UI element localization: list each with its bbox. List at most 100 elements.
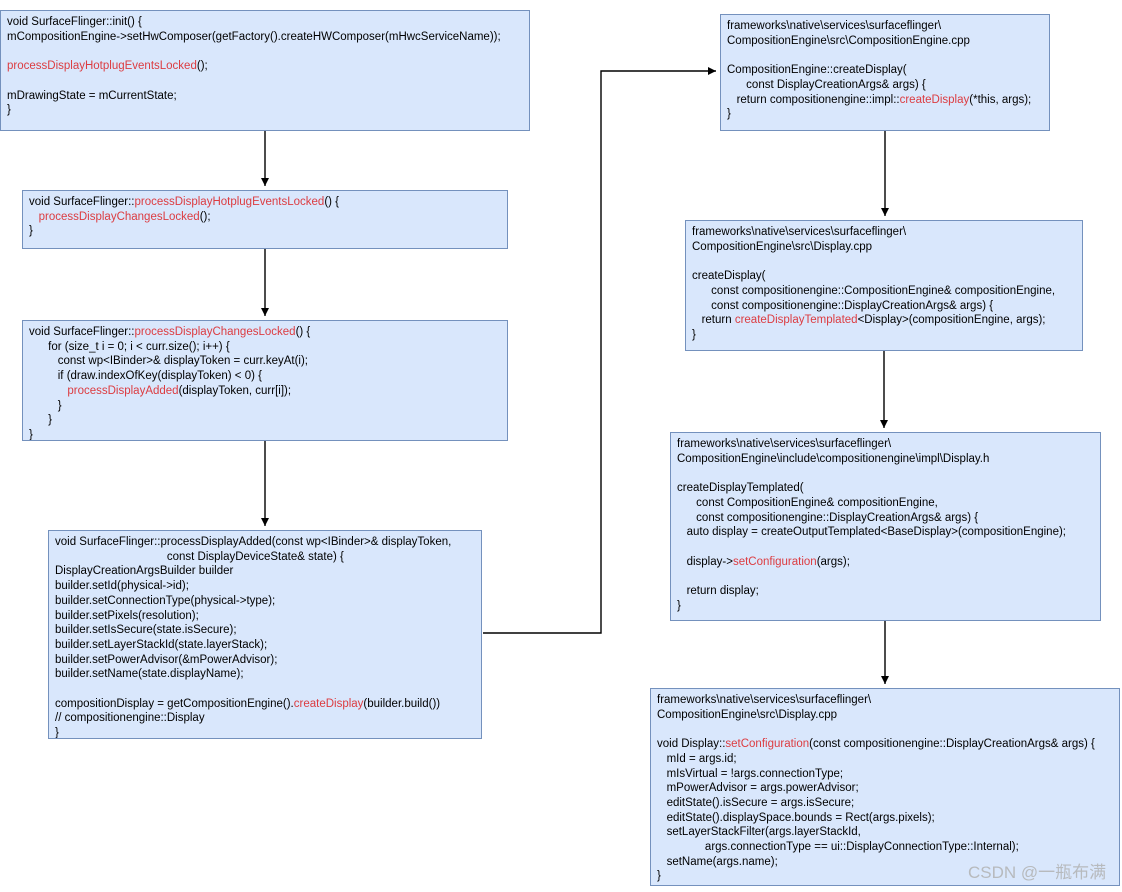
code-line: const compositionengine::DisplayCreation… [677,511,1094,526]
code-line: frameworks\native\services\surfaceflinge… [727,19,1043,34]
code-line: return display; [677,584,1094,599]
code-line: for (size_t i = 0; i < curr.size(); i++)… [29,340,501,355]
code-text: builder.setIsSecure(state.isSecure); [55,624,237,637]
code-text: CompositionEngine\src\Display.cpp [657,708,838,721]
code-line: } [677,599,1094,614]
code-text [29,211,39,223]
code-line [727,48,1043,63]
code-text: return compositionengine::impl:: [727,93,900,106]
code-line: } [7,103,523,118]
code-line: } [29,428,501,441]
code-line: CompositionEngine\src\Display.cpp [657,708,1113,723]
code-line: return createDisplayTemplated<Display>(c… [692,313,1076,328]
code-line: return compositionengine::impl::createDi… [727,93,1043,108]
code-text: () { [324,196,340,208]
code-text: return display; [677,585,759,598]
code-line: DisplayCreationArgsBuilder builder [55,564,475,579]
code-text: (builder.build()) [363,697,441,710]
code-line [677,540,1094,555]
code-line: CompositionEngine\src\Display.cpp [692,240,1076,255]
code-text: setLayerStackFilter(args.layerStackId, [657,826,861,839]
code-line: frameworks\native\services\surfaceflinge… [657,693,1113,708]
code-line: } [29,224,501,239]
code-line: processDisplayHotplugEventsLocked(); [7,59,523,74]
code-text: frameworks\native\services\surfaceflinge… [657,694,872,706]
code-text: mIsVirtual = !args.connectionType; [657,767,844,780]
code-box-surfaceflinger-init: void SurfaceFlinger::init() {mCompositio… [0,10,530,131]
code-text: void SurfaceFlinger:: [29,196,135,208]
code-text: createDisplayTemplated( [677,482,804,495]
code-line: builder.setId(physical->id); [55,579,475,594]
code-box-display-h-createdisplaytemplated: frameworks\native\services\surfaceflinge… [670,432,1101,621]
code-line [55,682,475,697]
code-box-compositionengine-createdisplay: frameworks\native\services\surfaceflinge… [720,14,1050,131]
code-text: } [29,414,53,427]
code-box-processdisplaychangeslocked: void SurfaceFlinger::processDisplayChang… [22,320,508,441]
code-line: editState().displaySpace.bounds = Rect(a… [657,811,1113,826]
code-line: mPowerAdvisor = args.powerAdvisor; [657,781,1113,796]
code-text: if (draw.indexOfKey(displayToken) < 0) { [29,370,262,383]
code-line: CompositionEngine\src\CompositionEngine.… [727,34,1043,49]
code-text: CompositionEngine::createDisplay( [727,64,907,77]
code-text: } [55,727,59,739]
code-line: void SurfaceFlinger::init() { [7,15,523,30]
code-text: } [29,399,62,412]
code-text: for (size_t i = 0; i < curr.size(); i++)… [29,340,230,353]
code-line: } [727,107,1043,122]
code-line: mId = args.id; [657,752,1113,767]
code-line: processDisplayChangesLocked(); [29,210,501,225]
highlighted-function-name: processDisplayHotplugEventsLocked [7,60,197,73]
csdn-watermark: CSDN @一瓶布满 [968,863,1107,882]
code-line: const DisplayDeviceState& state) { [55,550,475,565]
code-text: } [692,328,696,341]
code-text: const compositionengine::DisplayCreation… [692,299,994,312]
code-text: } [657,870,661,883]
code-text: const CompositionEngine& compositionEngi… [677,496,938,509]
code-text: (args); [816,555,850,568]
code-text: editState().isSecure = args.isSecure; [657,796,855,809]
code-line: builder.setPixels(resolution); [55,609,475,624]
code-text: void SurfaceFlinger:: [29,326,135,338]
highlighted-function-name: setConfiguration [732,555,817,568]
code-text: () { [295,326,311,338]
code-text: } [677,599,681,612]
code-text: frameworks\native\services\surfaceflinge… [727,20,942,32]
code-line: mIsVirtual = !args.connectionType; [657,767,1113,782]
code-line [692,254,1076,269]
code-text: void Display:: [657,738,726,751]
code-line: const wp<IBinder>& displayToken = curr.k… [29,354,501,369]
code-text: display-> [677,555,733,568]
code-line [657,722,1113,737]
code-line: editState().isSecure = args.isSecure; [657,796,1113,811]
code-text: CompositionEngine\src\CompositionEngine.… [727,34,970,47]
code-line: } [29,399,501,414]
highlighted-function-name: processDisplayAdded [67,384,179,397]
code-text: void SurfaceFlinger::processDisplayAdded… [55,536,452,548]
code-line: frameworks\native\services\surfaceflinge… [677,437,1094,452]
code-line: CompositionEngine\include\compositioneng… [677,452,1094,467]
code-line: const DisplayCreationArgs& args) { [727,78,1043,93]
highlighted-function-name: processDisplayChangesLocked [134,326,296,338]
highlighted-function-name: processDisplayHotplugEventsLocked [134,196,325,208]
code-line: createDisplay( [692,269,1076,284]
code-line: void Display::setConfiguration(const com… [657,737,1113,752]
code-box-display-setconfiguration: frameworks\native\services\surfaceflinge… [650,688,1120,886]
code-line: setLayerStackFilter(args.layerStackId, [657,825,1113,840]
code-text: builder.setConnectionType(physical->type… [55,594,276,607]
code-text: const compositionengine::CompositionEngi… [692,284,1056,297]
code-text: CompositionEngine\include\compositioneng… [677,452,990,465]
code-line: auto display = createOutputTemplated<Bas… [677,525,1094,540]
code-text: setName(args.name); [657,855,778,868]
code-text: (); [199,210,211,223]
code-text: auto display = createOutputTemplated<Bas… [677,526,1066,539]
code-text: } [29,225,33,238]
code-line: } [657,869,1113,884]
code-line: } [692,328,1076,343]
code-line [677,466,1094,481]
code-text: DisplayCreationArgsBuilder builder [55,565,234,578]
code-line: if (draw.indexOfKey(displayToken) < 0) { [29,369,501,384]
code-line: builder.setPowerAdvisor(&mPowerAdvisor); [55,653,475,668]
code-text: } [29,428,33,441]
code-text: (displayToken, curr[i]); [178,384,292,397]
